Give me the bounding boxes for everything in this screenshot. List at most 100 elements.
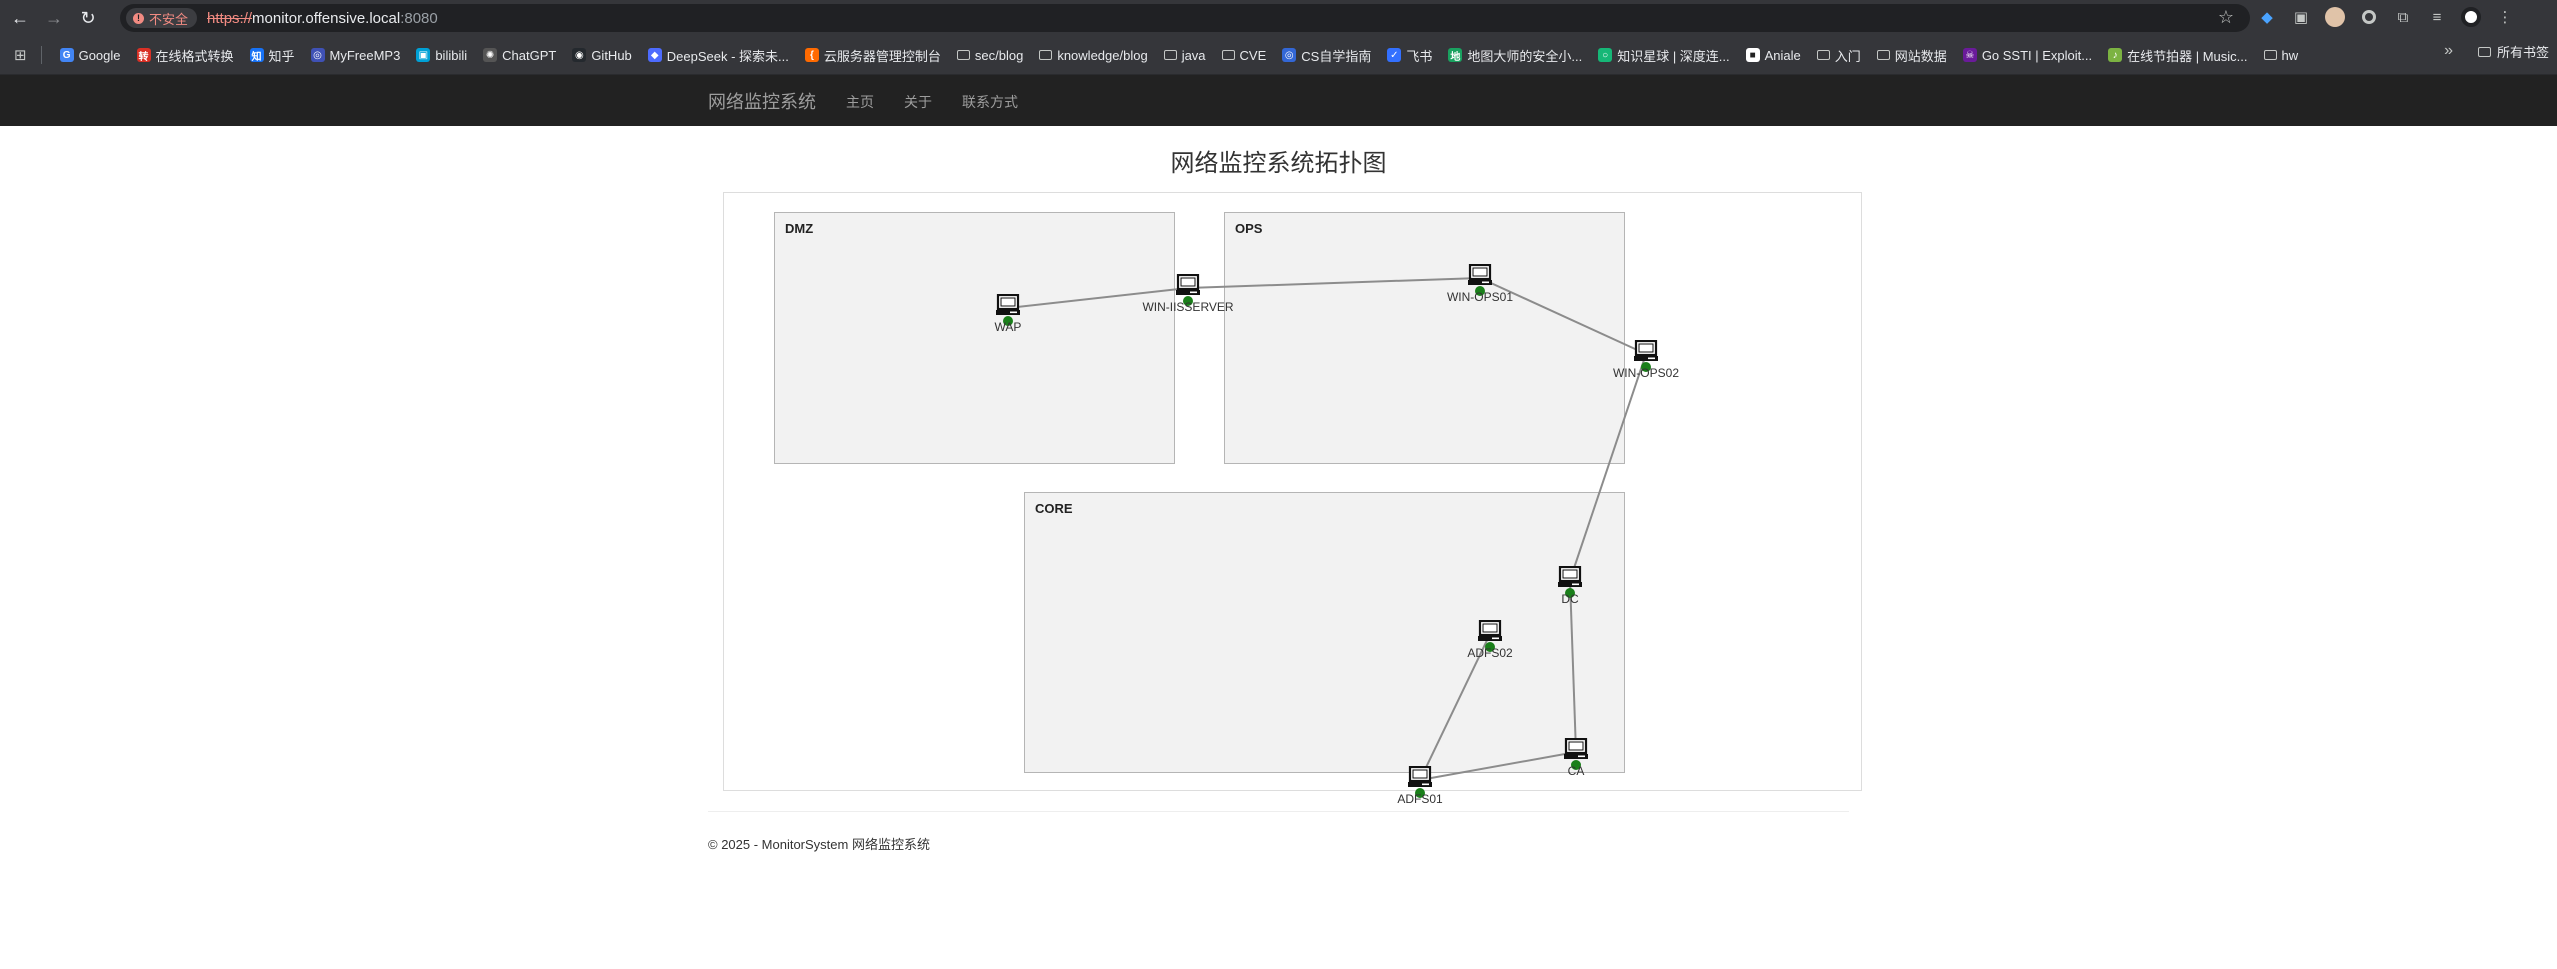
warning-icon: ! bbox=[133, 12, 144, 24]
nav-contact[interactable]: 联系方式 bbox=[962, 94, 1018, 110]
bookmark-label: java bbox=[1181, 47, 1206, 63]
node-wap[interactable]: WAP bbox=[953, 294, 1063, 338]
bookmark-label: bilibili bbox=[435, 47, 468, 63]
menu-kebab-icon[interactable]: ⋮ bbox=[2497, 9, 2513, 26]
bookmark-item[interactable]: 入门 bbox=[1809, 42, 1869, 68]
bookmark-item[interactable]: knowledge/blog bbox=[1031, 42, 1155, 68]
page-title: 网络监控系统拓扑图 bbox=[1170, 150, 1387, 177]
translate-extension-icon[interactable]: ▣ bbox=[2293, 9, 2309, 26]
folder-icon bbox=[2477, 46, 2491, 57]
node-adfs01[interactable]: ADFS01 bbox=[1365, 766, 1475, 810]
reload-icon[interactable]: ↻ bbox=[80, 7, 96, 28]
computer-icon bbox=[1408, 766, 1432, 787]
bookmark-item[interactable]: hw bbox=[2256, 42, 2307, 68]
bookmark-item[interactable]: ◆DeepSeek - 探索未... bbox=[640, 42, 797, 68]
bookmark-item[interactable]: ◎ CS自学指南 bbox=[1274, 42, 1379, 68]
bookmarks-divider bbox=[40, 46, 42, 64]
security-chip[interactable]: ! 不安全 bbox=[126, 8, 198, 28]
computer-icon bbox=[1564, 738, 1588, 759]
extensions-area: ◆ ▣ ⧉ ≡ ⋮ bbox=[2256, 6, 2516, 28]
google-icon: G bbox=[59, 48, 74, 62]
bookmark-item[interactable]: 网站数据 bbox=[1869, 42, 1955, 68]
bookmark-item[interactable]: {云服务器管理控制台 bbox=[797, 42, 949, 68]
zone-dmz: DMZ bbox=[774, 212, 1175, 464]
folder-icon bbox=[1163, 50, 1177, 60]
node-adfs02[interactable]: ADFS02 bbox=[1435, 620, 1545, 664]
topology-link bbox=[1419, 633, 1491, 781]
bookmark-item[interactable]: ■Aniale bbox=[1738, 42, 1809, 68]
node-win-ops02[interactable]: WIN-OPS02 bbox=[1591, 340, 1701, 384]
node-ca[interactable]: CA bbox=[1521, 738, 1631, 782]
bookmark-item[interactable]: 转在线格式转换 bbox=[129, 42, 242, 68]
bookmark-label: MyFreeMP3 bbox=[329, 47, 401, 63]
bookmark-label: Go SSTI | Exploit... bbox=[1981, 47, 2093, 63]
bookmark-item[interactable]: ◎MyFreeMP3 bbox=[303, 42, 409, 68]
nav-home[interactable]: 主页 bbox=[846, 94, 874, 110]
avatar-extension-icon[interactable] bbox=[2324, 6, 2346, 28]
status-dot bbox=[1641, 362, 1651, 372]
bookmark-label: GitHub bbox=[591, 47, 632, 63]
node-dc[interactable]: DC bbox=[1515, 566, 1625, 610]
bookmark-label: 在线格式转换 bbox=[155, 48, 234, 64]
brand-link[interactable]: 网络监控系统 bbox=[708, 92, 816, 112]
map-icon: 地 bbox=[1448, 48, 1463, 63]
bookmark-item[interactable]: ☠Go SSTI | Exploit... bbox=[1955, 42, 2100, 68]
media-control-icon[interactable]: ≡ bbox=[2432, 8, 2442, 26]
gem-extension-icon[interactable]: ◆ bbox=[2261, 9, 2273, 26]
bookmark-item[interactable]: ◉ GitHub bbox=[564, 42, 639, 68]
node-label: WAP bbox=[994, 320, 1022, 334]
node-win-iisserver[interactable]: WIN-IISSERVER bbox=[1133, 274, 1243, 318]
folder-icon bbox=[1816, 50, 1830, 60]
node-win-ops01[interactable]: WIN-OPS01 bbox=[1425, 264, 1535, 308]
bookmark-label: 知识星球 | 深度连... bbox=[1617, 48, 1730, 64]
topology-links bbox=[1007, 277, 1647, 781]
bookmark-label: Google bbox=[78, 47, 121, 63]
more-bookmarks-icon[interactable]: » bbox=[2444, 42, 2453, 59]
bookmark-item[interactable]: G Google bbox=[52, 42, 129, 68]
apps-grid-icon[interactable]: ⊞ bbox=[14, 47, 27, 64]
all-bookmarks-button[interactable]: 所有书签 bbox=[2477, 42, 2549, 61]
topology-link bbox=[1419, 751, 1577, 781]
nav-about[interactable]: 关于 bbox=[904, 94, 932, 110]
footer-divider bbox=[708, 811, 1849, 812]
folder-icon bbox=[1876, 50, 1890, 60]
forward-icon[interactable]: → bbox=[45, 7, 63, 28]
planet-icon: ○ bbox=[1598, 48, 1613, 62]
bookmark-item[interactable]: java bbox=[1156, 42, 1214, 68]
bookmark-label: 知乎 bbox=[268, 48, 295, 64]
chatgpt-icon: ✺ bbox=[483, 48, 498, 62]
folder-icon bbox=[956, 50, 970, 60]
aniale-icon: ■ bbox=[1745, 48, 1760, 62]
address-bar[interactable]: ! 不安全 https://monitor.offensive.local:80… bbox=[120, 4, 2250, 32]
bookmark-item[interactable]: ▣bilibili bbox=[408, 42, 475, 68]
bookmark-item[interactable]: ✓ 飞书 bbox=[1379, 42, 1440, 68]
topology-link bbox=[1569, 579, 1577, 753]
bookmark-label: 入门 bbox=[1834, 48, 1861, 64]
topology-link bbox=[1569, 353, 1647, 581]
github-icon: ◉ bbox=[572, 48, 587, 62]
status-dot bbox=[1485, 642, 1495, 652]
bookmark-label: 云服务器管理控制台 bbox=[823, 48, 941, 64]
cs-guide-icon: ◎ bbox=[1282, 48, 1297, 62]
status-dot bbox=[1415, 788, 1425, 798]
bookmark-star-icon[interactable]: ☆ bbox=[2217, 7, 2234, 27]
bookmark-label: CS自学指南 bbox=[1301, 48, 1372, 64]
bookmark-item[interactable]: 地地图大师的安全小... bbox=[1440, 42, 1590, 68]
bookmark-item[interactable]: CVE bbox=[1214, 42, 1275, 68]
feishu-icon: ✓ bbox=[1387, 48, 1402, 62]
circle-extension-icon[interactable] bbox=[2358, 6, 2380, 28]
site-navbar: 网络监控系统 主页 关于 联系方式 bbox=[0, 75, 2557, 126]
url-text[interactable]: https://monitor.offensive.local:8080 bbox=[207, 9, 438, 27]
bookmark-label: 地图大师的安全小... bbox=[1467, 48, 1583, 64]
bookmark-item[interactable]: ○ 知识星球 | 深度连... bbox=[1590, 42, 1737, 68]
profile-icon[interactable] bbox=[2460, 6, 2482, 28]
back-icon[interactable]: ← bbox=[11, 7, 29, 28]
bookmark-item[interactable]: sec/blog bbox=[949, 42, 1031, 68]
bookmark-label: 飞书 bbox=[1406, 48, 1433, 64]
bookmark-item[interactable]: ♪在线节拍器 | Music... bbox=[2100, 42, 2255, 68]
puzzle-icon[interactable]: ⧉ bbox=[2397, 8, 2409, 26]
convert-icon: 转 bbox=[136, 48, 151, 63]
bookmark-item[interactable]: ✺ChatGPT bbox=[475, 42, 564, 68]
bookmark-item[interactable]: 知知乎 bbox=[242, 42, 303, 68]
